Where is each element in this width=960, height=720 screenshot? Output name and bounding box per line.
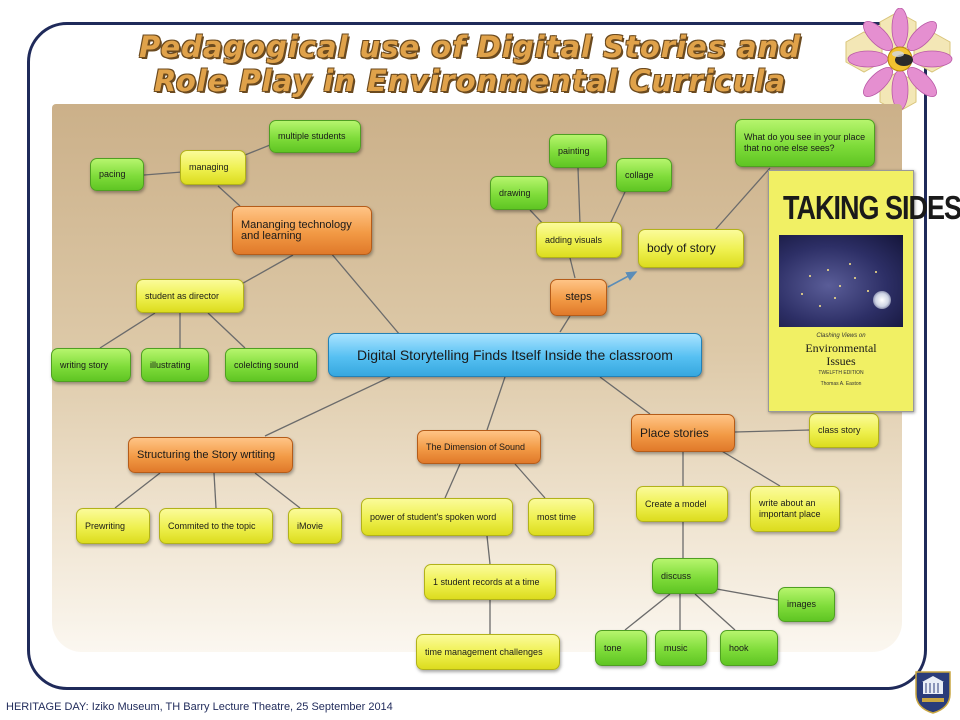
- node-dimension-sound[interactable]: The Dimension of Sound: [417, 430, 541, 464]
- book-subtitle-1: Clashing Views on: [816, 333, 866, 339]
- link-director-collecting: [207, 312, 246, 349]
- link-body-question: [714, 167, 771, 231]
- node-one-student[interactable]: 1 student records at a time: [424, 564, 556, 600]
- link-place-class: [734, 429, 811, 433]
- node-place-stories[interactable]: Place stories: [631, 414, 735, 452]
- university-crest-logo: [915, 671, 951, 714]
- node-adding-visuals[interactable]: adding visuals: [536, 222, 622, 258]
- node-painting[interactable]: painting: [549, 134, 607, 168]
- book-line-environmental: Environmental: [805, 341, 877, 355]
- link-structuring-commited: [213, 472, 217, 509]
- arrow-steps-body: [607, 271, 638, 288]
- node-write-about[interactable]: write about an important place: [750, 486, 840, 532]
- link-managing-tech-managing: [217, 185, 241, 207]
- link-managing-tech-director: [237, 254, 294, 287]
- link-managing-multiple: [244, 144, 271, 156]
- slide-title: Pedagogical use of Digital Stories and R…: [70, 30, 870, 98]
- link-discuss-tone: [624, 593, 671, 631]
- link-center-steps: [559, 315, 571, 333]
- book-line-issues: Issues: [826, 354, 856, 368]
- node-power-spoken[interactable]: power of student's spoken word: [361, 498, 513, 536]
- book-title-band: TAKING SIDES: [777, 181, 960, 237]
- link-steps-adding: [569, 257, 576, 279]
- node-multiple-students[interactable]: multiple students: [269, 120, 361, 153]
- node-time-management[interactable]: time management challenges: [416, 634, 560, 670]
- node-most-time[interactable]: most time: [528, 498, 594, 536]
- link-dimension-power: [444, 463, 461, 499]
- link-director-writing: [99, 312, 156, 349]
- link-center-place: [599, 376, 651, 415]
- link-center-structuring: [264, 376, 391, 437]
- link-center-dimension: [486, 376, 506, 431]
- node-drawing[interactable]: drawing: [490, 176, 548, 210]
- link-discuss-hook: [694, 593, 736, 631]
- node-collecting-sound[interactable]: colelcting sound: [225, 348, 317, 382]
- link-structuring-imovie: [254, 472, 301, 509]
- title-line-1: Pedagogical use of Digital Stories and: [138, 30, 802, 64]
- node-managing-tech[interactable]: Mananging technology and learning: [232, 206, 372, 255]
- node-commited[interactable]: Commited to the topic: [159, 508, 273, 544]
- node-structuring[interactable]: Structuring the Story wrtiting: [128, 437, 293, 473]
- node-writing-story[interactable]: writing story: [51, 348, 131, 382]
- book-edition: TWELFTH EDITION: [818, 370, 864, 376]
- book-cover-image: TAKING SIDES Clashing Views on Environme…: [768, 170, 960, 412]
- node-music[interactable]: music: [655, 630, 707, 666]
- node-collage[interactable]: collage: [616, 158, 672, 192]
- book-subtitle-2: Environmental Issues: [779, 342, 903, 368]
- node-prewriting[interactable]: Prewriting: [76, 508, 150, 544]
- node-body-of-story[interactable]: body of story: [638, 229, 744, 268]
- book-map-image: [779, 235, 903, 327]
- node-managing[interactable]: managing: [180, 150, 246, 185]
- link-dimension-most: [514, 463, 546, 499]
- book-author: Thomas A. Easton: [820, 381, 862, 387]
- book-title: TAKING SIDES: [783, 189, 960, 227]
- link-adding-collage: [609, 191, 626, 225]
- node-illustrating[interactable]: illustrating: [141, 348, 209, 382]
- footer-text: HERITAGE DAY: Iziko Museum, TH Barry Lec…: [6, 701, 393, 713]
- node-what-do-you-see[interactable]: What do you see in your place that no on…: [735, 119, 875, 167]
- node-tone[interactable]: tone: [595, 630, 647, 666]
- node-class-story[interactable]: class story: [809, 413, 879, 448]
- flower-decoration: [845, 8, 953, 113]
- node-create-model[interactable]: Create a model: [636, 486, 728, 522]
- node-center[interactable]: Digital Storytelling Finds Itself Inside…: [328, 333, 702, 377]
- node-student-director[interactable]: student as director: [136, 279, 244, 313]
- link-place-write: [719, 449, 781, 487]
- node-steps[interactable]: steps: [550, 279, 607, 316]
- link-structuring-prewriting: [114, 472, 161, 509]
- link-center-managing-tech: [329, 251, 401, 336]
- node-discuss[interactable]: discuss: [652, 558, 718, 594]
- node-images[interactable]: images: [778, 587, 835, 622]
- link-adding-painting: [577, 167, 581, 225]
- node-imovie[interactable]: iMovie: [288, 508, 342, 544]
- node-hook[interactable]: hook: [720, 630, 778, 666]
- link-managing-pacing: [143, 171, 183, 176]
- title-line-2: Role Play in Environmental Curricula: [153, 64, 787, 98]
- node-pacing[interactable]: pacing: [90, 158, 144, 191]
- link-power-one: [486, 535, 491, 565]
